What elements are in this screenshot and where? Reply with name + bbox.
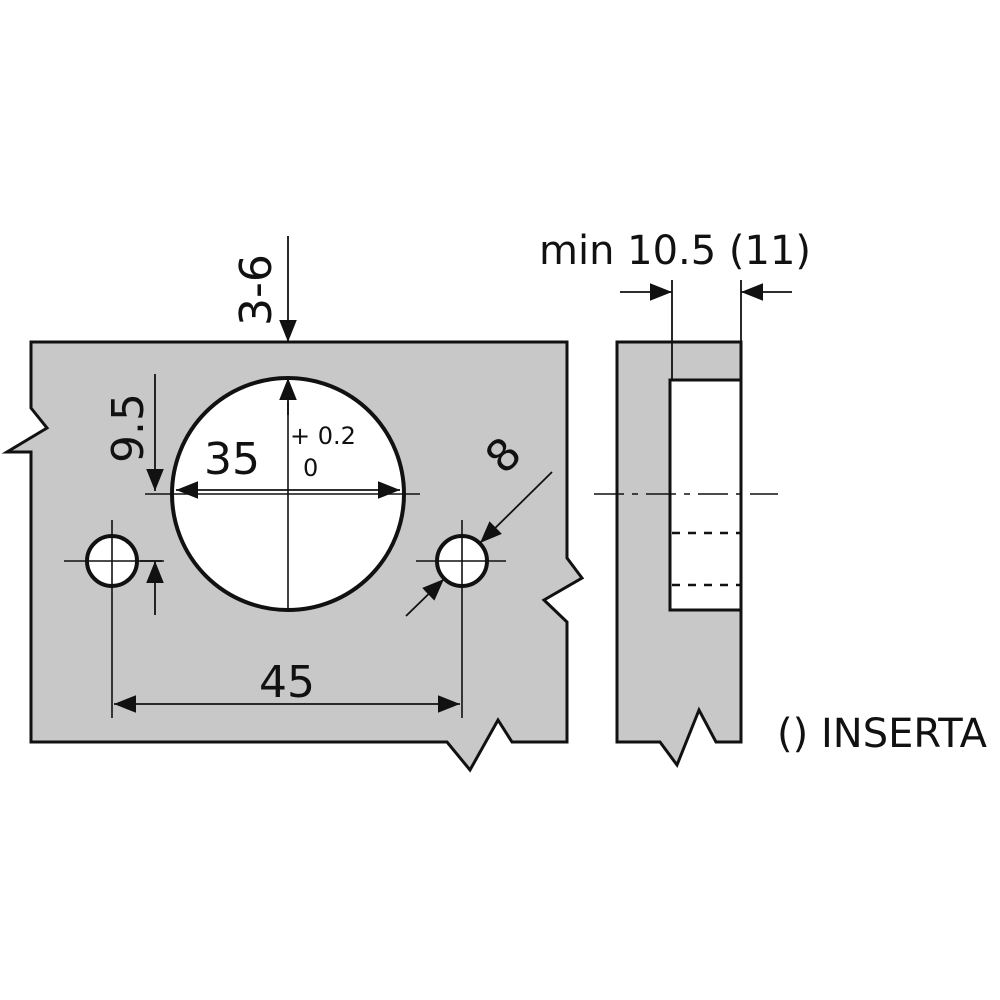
edge-distance-label: 3-6 [231,254,282,326]
note-label: () INSERTA [777,711,988,757]
screw-diameter-dimension [405,471,553,617]
tolerance-upper-label: + 0.2 [290,422,356,450]
hole-spacing-label: 45 [259,657,315,708]
cup-section [668,378,743,612]
min-thickness-dimension [620,280,792,380]
section-dashes [672,531,741,587]
tolerance-lower-label: 0 [303,454,318,482]
cup-diameter-label: 35 [204,434,260,485]
hole-offset-dimension [140,374,164,615]
hole-offset-label: 9.5 [103,393,154,463]
min-thickness-label: min 10.5 (11) [539,228,811,274]
